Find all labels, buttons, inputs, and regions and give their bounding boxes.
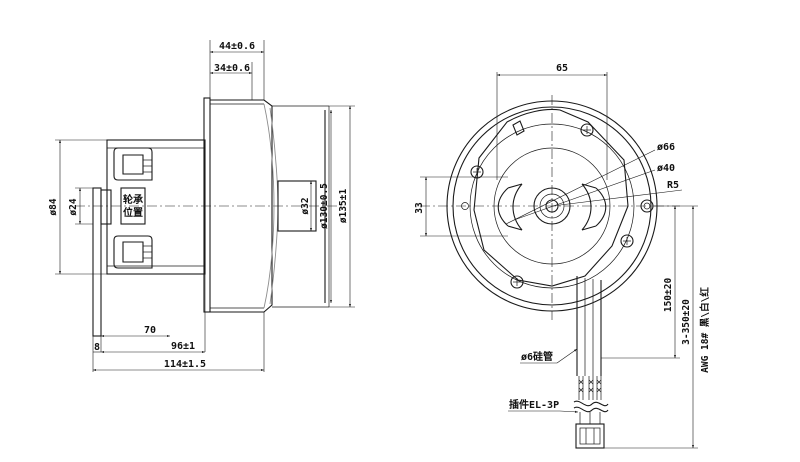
bearing-housing — [106, 139, 206, 275]
label-silicone-tube: ø6硅管 — [521, 350, 553, 363]
dim-dia-32: ø32 — [300, 197, 311, 214]
dim-150: 150±20 — [663, 278, 674, 313]
dim-96: 96±1 — [171, 341, 195, 352]
left-slot-ends — [507, 183, 523, 231]
dim-dia-40: ø40 — [657, 163, 675, 174]
dim-34: 34±0.6 — [214, 63, 250, 74]
left-hole — [461, 202, 469, 210]
shaft — [545, 199, 559, 213]
screw-bottom-right — [620, 234, 634, 248]
hub-outer — [533, 187, 571, 225]
dim-dia-66: ø66 — [657, 142, 675, 153]
right-slot — [581, 183, 607, 231]
leader-40 — [513, 169, 656, 221]
dim-114: 114±1.5 — [164, 359, 206, 370]
leader-66 — [505, 149, 656, 225]
flange — [203, 97, 211, 313]
mount-hole-inner — [643, 202, 651, 210]
outer-ring-inner — [452, 106, 652, 306]
dim-65: 65 — [556, 63, 568, 74]
tube-leader — [556, 348, 578, 364]
connector-el-3p — [575, 423, 605, 449]
wire-spec: AWG 18# 黑\白\红 — [699, 287, 711, 373]
mounting-plate — [92, 187, 102, 337]
ring-130 — [469, 123, 635, 289]
lower-cable-clip — [113, 235, 153, 269]
shaft-hub — [277, 180, 317, 232]
dim-dia-130: ø130±0.5 — [319, 183, 330, 229]
dim-33: 33 — [414, 202, 425, 214]
dim-70: 70 — [144, 325, 156, 336]
bracket-block — [100, 189, 112, 225]
dim-dia-24: ø24 — [68, 198, 79, 215]
bracket-outline — [473, 108, 629, 287]
dim-dia-135: ø135±1 — [338, 189, 349, 224]
upper-cable-clip — [113, 147, 153, 181]
bearing-label-line2: 位置 — [123, 206, 143, 219]
ring-66 — [493, 147, 611, 265]
top-slot — [512, 120, 525, 136]
screw-bottom-left — [510, 275, 524, 289]
bearing-label-line1: 轮承 — [123, 193, 143, 206]
hub-mid — [539, 193, 565, 219]
screw-top-left — [470, 165, 484, 179]
label-connector: 插件EL-3P — [509, 398, 559, 411]
dim-44: 44±0.6 — [219, 41, 255, 52]
bearing-label-box — [120, 187, 146, 225]
wire-strands — [573, 376, 609, 424]
dim-350: 3-350±20 — [681, 299, 692, 345]
front-view: ø66 ø40 R5 65 33 — [414, 63, 711, 449]
leader-r5 — [551, 189, 683, 207]
dim-r5: R5 — [667, 180, 679, 191]
right-slot-ends — [581, 183, 597, 231]
cable — [576, 276, 602, 376]
dim-8: 8 — [94, 342, 100, 353]
side-view: 轮承 位置 44±0. — [48, 40, 355, 372]
left-slot — [497, 183, 523, 231]
dim-dia-84: ø84 — [48, 198, 59, 215]
connector-leader — [559, 410, 579, 413]
screw-top-right — [580, 123, 594, 137]
